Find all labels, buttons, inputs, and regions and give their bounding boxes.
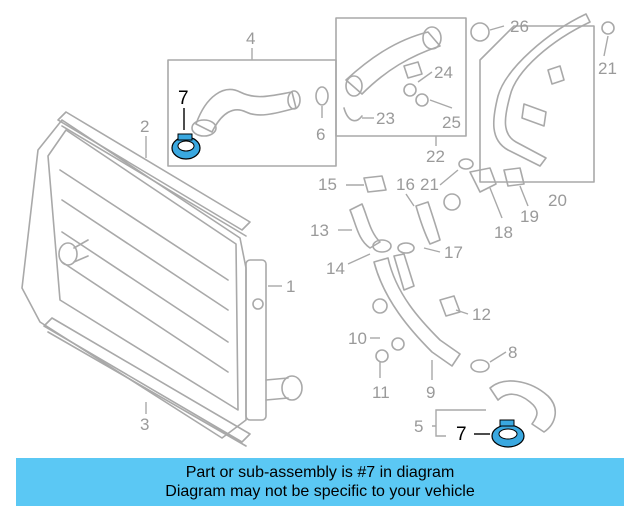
callout-1: 1	[286, 277, 295, 296]
hose-5-drawing	[489, 380, 556, 433]
hose-4-drawing	[195, 88, 297, 133]
callout-18: 18	[494, 223, 513, 242]
callout-6: 6	[316, 125, 325, 144]
callout-11: 11	[372, 383, 390, 402]
callout-25: 25	[442, 113, 461, 132]
callout-15: 15	[318, 175, 337, 194]
lower-bracket-drawing	[43, 317, 251, 447]
callout-7-lower: 7	[456, 424, 467, 445]
callout-9: 9	[426, 383, 435, 402]
callout-17: 17	[444, 243, 463, 262]
parts-diagram: 1 2 3 4 5 6 7 7 8 9 10 11 12 13 14 15 16…	[21, 13, 617, 448]
banner-line-part-number: Part or sub-assembly is #7 in diagram	[185, 464, 455, 481]
callout-22: 22	[426, 147, 445, 166]
callout-3: 3	[140, 415, 149, 434]
callout-4: 4	[246, 29, 255, 48]
callout-8: 8	[508, 343, 517, 362]
clamp-7-highlight-lower	[491, 419, 525, 448]
callout-23: 23	[376, 109, 395, 128]
callout-5: 5	[414, 417, 423, 436]
banner-line-disclaimer: Diagram may not be specific to your vehi…	[165, 483, 475, 500]
callout-labels: 1 2 3 4 5 6 7 7 8 9 10 11 12 13 14 15 16…	[140, 17, 617, 445]
callout-2: 2	[140, 117, 149, 136]
callout-24: 24	[434, 63, 453, 82]
callout-26: 26	[510, 17, 529, 36]
assembly-box-20	[479, 25, 595, 183]
pipe-13-drawing	[349, 203, 381, 249]
callout-21-top-right: 21	[598, 59, 617, 78]
assembly-box-22	[335, 17, 467, 137]
callout-20: 20	[548, 191, 567, 210]
clamp-7-highlight-upper	[171, 133, 201, 160]
callout-19: 19	[520, 207, 539, 226]
callout-10: 10	[348, 329, 367, 348]
upper-bracket-drawing	[57, 111, 251, 237]
pipe-9-drawing	[373, 257, 461, 367]
info-banner: Part or sub-assembly is #7 in diagram Di…	[16, 458, 624, 506]
callout-16: 16	[396, 175, 415, 194]
callout-13: 13	[310, 221, 329, 240]
pipe-20-drawing	[492, 13, 591, 167]
leader-lines	[145, 25, 609, 437]
callout-12: 12	[472, 305, 491, 324]
intercooler-drawing	[21, 119, 303, 439]
callout-14: 14	[326, 259, 345, 278]
callout-7-upper: 7	[178, 88, 189, 109]
hose-22-drawing	[345, 31, 441, 95]
callout-21-middle: 21	[420, 175, 439, 194]
